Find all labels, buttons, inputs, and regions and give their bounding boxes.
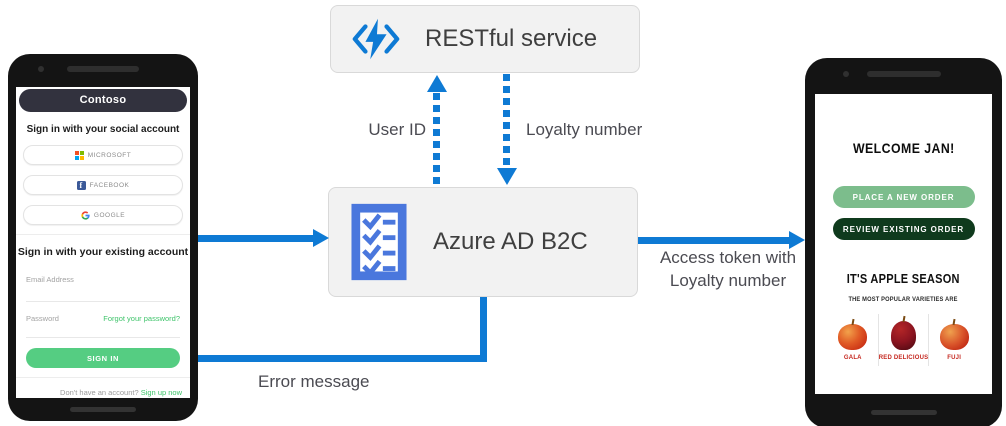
azure-ad-b2c-box: Azure AD B2C [328, 187, 638, 297]
camera-icon [38, 66, 44, 72]
signin-screen: Contoso Sign in with your social account… [16, 87, 190, 398]
facebook-button-label: FACEBOOK [89, 181, 130, 189]
checklist-icon [351, 203, 407, 281]
signin-arrow-head [313, 229, 329, 247]
restful-service-box: RESTful service [330, 5, 640, 73]
divider [16, 234, 190, 235]
speaker-bar [67, 66, 139, 72]
email-placeholder: Email Address [26, 275, 74, 284]
speaker-bar [866, 71, 941, 77]
camera-icon [843, 71, 849, 77]
facebook-signin-button[interactable]: f FACEBOOK [23, 175, 183, 195]
apple-name: GALA [843, 355, 862, 361]
signup-link[interactable]: Sign up now [140, 388, 182, 397]
azure-ad-b2c-label: Azure AD B2C [433, 228, 588, 255]
code-lightning-icon [352, 18, 400, 60]
access-token-label: Access token with Loyalty number [659, 248, 797, 290]
loyalty-arrow-head [497, 168, 517, 185]
gala-apple-image [838, 324, 868, 350]
right-phone: WELCOME JAN! PLACE A NEW ORDER REVIEW EX… [805, 58, 1002, 426]
apple-season-subheading: THE MOST POPULAR VARIETIES ARE [848, 296, 959, 303]
microsoft-signin-button[interactable]: MICROSOFT [23, 145, 183, 165]
password-placeholder: Password [26, 314, 59, 323]
apple-card-fuji: FUJI [928, 314, 979, 366]
user-id-label: User ID [368, 120, 426, 139]
microsoft-logo-icon [74, 150, 84, 160]
fuji-apple-image [939, 324, 969, 350]
error-message-label: Error message [258, 372, 370, 391]
password-underline [26, 337, 180, 338]
access-token-arrow-line [638, 237, 790, 244]
sign-in-button[interactable]: SIGN IN [26, 348, 180, 368]
divider [16, 377, 190, 378]
apple-name: FUJI [947, 355, 962, 361]
microsoft-button-label: MICROSOFT [87, 151, 132, 159]
google-button-label: GOOGLE [93, 211, 126, 219]
apple-season-heading: IT'S APPLE SEASON [846, 272, 961, 286]
welcome-heading: WELCOME JAN! [852, 140, 955, 156]
facebook-logo-icon: f [76, 180, 86, 190]
loyalty-number-label: Loyalty number [526, 120, 643, 139]
welcome-screen: WELCOME JAN! PLACE A NEW ORDER REVIEW EX… [815, 94, 992, 394]
apple-name: RED DELICIOUS [878, 355, 929, 361]
email-field[interactable]: Email Address [26, 269, 180, 287]
signup-row: Don't have an account? Sign up now [24, 388, 182, 397]
home-indicator [70, 407, 136, 412]
home-indicator [870, 410, 937, 415]
error-arrow-vertical [480, 297, 487, 362]
user-id-arrow-head [427, 75, 447, 92]
google-signin-button[interactable]: GOOGLE [23, 205, 183, 225]
social-account-heading: Sign in with your social account [26, 124, 180, 135]
access-token-arrow-head [789, 231, 805, 249]
apple-card-gala: GALA [828, 314, 878, 366]
loyalty-arrow-line [503, 74, 510, 168]
left-phone: Contoso Sign in with your social account… [8, 54, 198, 421]
signup-text: Don't have an account? [60, 388, 139, 397]
email-underline [26, 301, 180, 302]
signin-arrow-line [198, 235, 315, 242]
apple-card-red-delicious: RED DELICIOUS [877, 314, 929, 366]
forgot-password-link[interactable]: Forgot your password? [103, 314, 180, 323]
password-field[interactable]: Password Forgot your password? [26, 314, 180, 323]
place-order-button[interactable]: PLACE A NEW ORDER [832, 186, 975, 208]
user-id-arrow-line [433, 93, 440, 187]
contoso-header: Contoso [19, 89, 187, 112]
existing-account-heading: Sign in with your existing account [17, 246, 189, 258]
red-delicious-apple-image [891, 321, 916, 350]
review-order-button[interactable]: REVIEW EXISTING ORDER [832, 218, 975, 240]
restful-service-label: RESTful service [425, 25, 598, 52]
apple-varieties-row: GALA RED DELICIOUS FUJI [828, 314, 979, 366]
error-arrow-horizontal [198, 355, 487, 362]
google-logo-icon [81, 210, 90, 220]
